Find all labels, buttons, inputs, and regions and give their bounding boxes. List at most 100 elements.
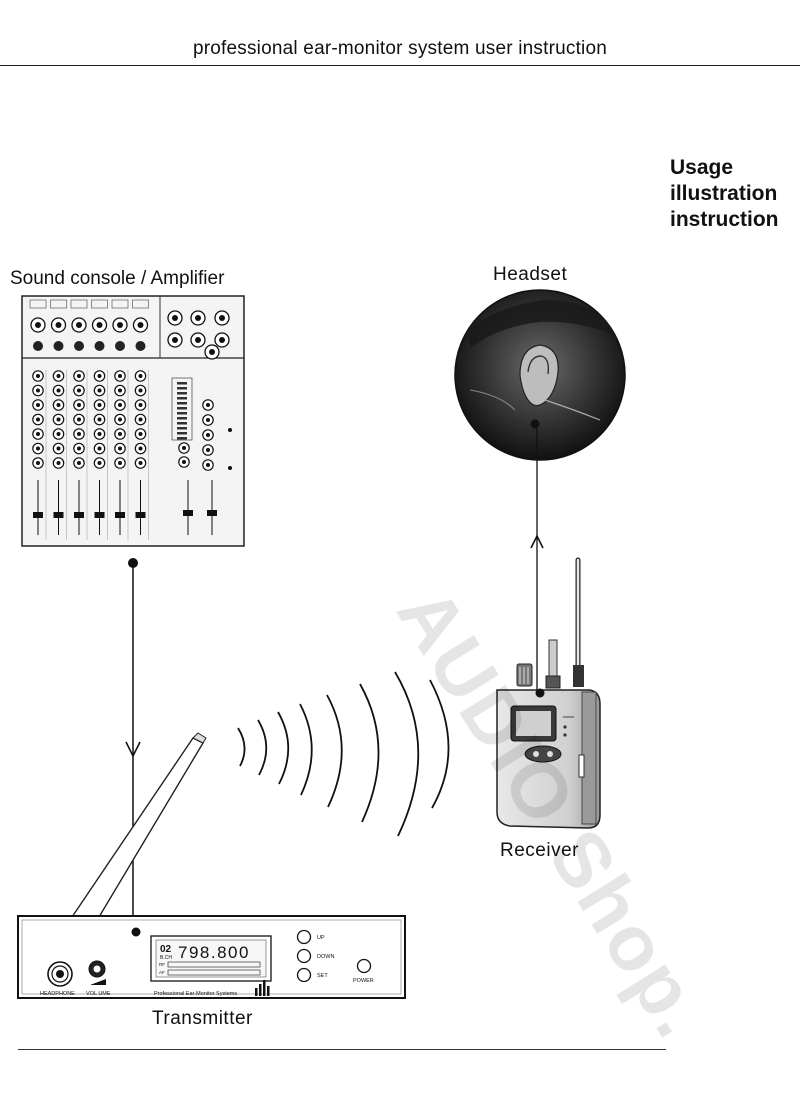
channel-slot [132, 299, 149, 309]
channel-knob-center [36, 403, 40, 407]
headphone-label: HEADPHONE [40, 991, 75, 997]
channel-knob-center [118, 446, 122, 451]
led-indicator [228, 428, 232, 432]
master-knob-center [182, 460, 186, 464]
channel-knob-center [97, 461, 102, 465]
console-label: Sound console / Amplifier [10, 268, 225, 289]
xlr-jack-center [35, 322, 41, 328]
meter-segment [177, 432, 187, 435]
channel-knob-center [138, 388, 143, 393]
channel-knob-center [36, 432, 40, 436]
set-button[interactable] [296, 967, 312, 983]
fader-knob [33, 512, 43, 518]
master-knob-center [206, 433, 210, 437]
up-button[interactable] [296, 929, 312, 945]
master-knob-center [206, 463, 210, 467]
set-label: SET [317, 973, 328, 979]
headset-label: Headset [493, 264, 568, 285]
master-jack-center [219, 315, 225, 321]
down-button[interactable] [296, 948, 312, 964]
channel-knob-center [56, 374, 61, 378]
channel-knob-center [97, 403, 102, 407]
meter-segment [177, 417, 187, 420]
channel-knob-center [77, 461, 81, 465]
footer-divider [18, 1049, 666, 1050]
section-heading-line: Usage [670, 156, 734, 179]
channel-knob-center [36, 446, 40, 451]
fader-knob [74, 512, 84, 518]
channel-knob-center [97, 374, 102, 378]
meter-segment [177, 392, 187, 395]
headset-illustration [454, 289, 626, 461]
console-master-section [178, 399, 232, 535]
fader-knob [94, 512, 105, 518]
receiver-label: Receiver [500, 840, 579, 861]
meter-segment [177, 402, 187, 405]
led-indicator [228, 466, 232, 470]
transmitter-illustration: HEADPHONE VOL UME 02 B.CH 798.800 RF AF … [17, 732, 406, 999]
meter-segment [177, 382, 187, 385]
master-jack-center [209, 349, 215, 355]
meter-segment [177, 397, 187, 400]
master-fader-knob [207, 510, 217, 516]
channel-knob-center [56, 446, 61, 451]
channel-knob-center [138, 417, 143, 422]
down-arrow-icon [125, 741, 141, 758]
volume-label: VOL UME [86, 991, 111, 997]
up-label: UP [317, 935, 325, 941]
master-jack-center [172, 315, 178, 321]
channel-slot [29, 299, 47, 309]
fader-knob [135, 512, 146, 518]
page-header-title: professional ear-monitor system user ins… [192, 38, 608, 59]
display-frequency: 798.800 [178, 943, 250, 962]
channel-knob-center [138, 461, 143, 465]
channel-knob-center [77, 446, 81, 451]
meter-segment [177, 387, 187, 390]
console-input-jacks [29, 299, 230, 360]
channel-knob-center [97, 417, 102, 422]
equalizer-logo-icon [255, 980, 270, 996]
channel-knob-center [97, 388, 102, 393]
channel-knob-center [118, 417, 122, 422]
channel-knob-center [56, 388, 61, 393]
meter-segment [177, 427, 187, 430]
channel-knob-center [36, 417, 40, 422]
master-jack-center [172, 337, 178, 343]
header-divider [0, 65, 800, 66]
insert-jack-icon [74, 341, 84, 351]
channel-knob-center [56, 432, 61, 436]
channel-slot [70, 299, 88, 309]
channel-slot [91, 299, 108, 309]
channel-knob-center [77, 417, 81, 422]
radio-waves [237, 671, 450, 837]
channel-slot [50, 299, 67, 309]
section-heading-line: illustration [670, 182, 778, 205]
channel-knob-center [77, 374, 81, 378]
channel-knob-center [56, 403, 61, 407]
channel-knob-center [77, 388, 81, 393]
transmitter-label: Transmitter [152, 1008, 253, 1029]
insert-jack-icon [115, 341, 125, 351]
fader-knob [53, 512, 64, 518]
master-jack-center [195, 315, 201, 321]
power-label: POWER [353, 978, 374, 984]
insert-jack-icon [135, 341, 146, 351]
channel-knob-center [36, 374, 40, 378]
master-jack-center [219, 337, 225, 343]
display-channel: B.CH [160, 955, 172, 961]
channel-knob-center [138, 403, 143, 407]
power-button[interactable] [356, 958, 372, 974]
meter-segment [177, 412, 187, 415]
master-knob-center [182, 446, 186, 450]
channel-knob-center [118, 461, 122, 465]
meter-segment [177, 437, 187, 440]
channel-knob-center [97, 432, 102, 436]
insert-jack-icon [33, 341, 43, 351]
xlr-jack-center [55, 322, 62, 328]
channel-knob-center [118, 388, 122, 393]
channel-knob-center [56, 417, 61, 422]
master-knob-center [206, 418, 210, 422]
xlr-jack-center [96, 322, 103, 328]
xlr-jack-center [137, 322, 144, 328]
